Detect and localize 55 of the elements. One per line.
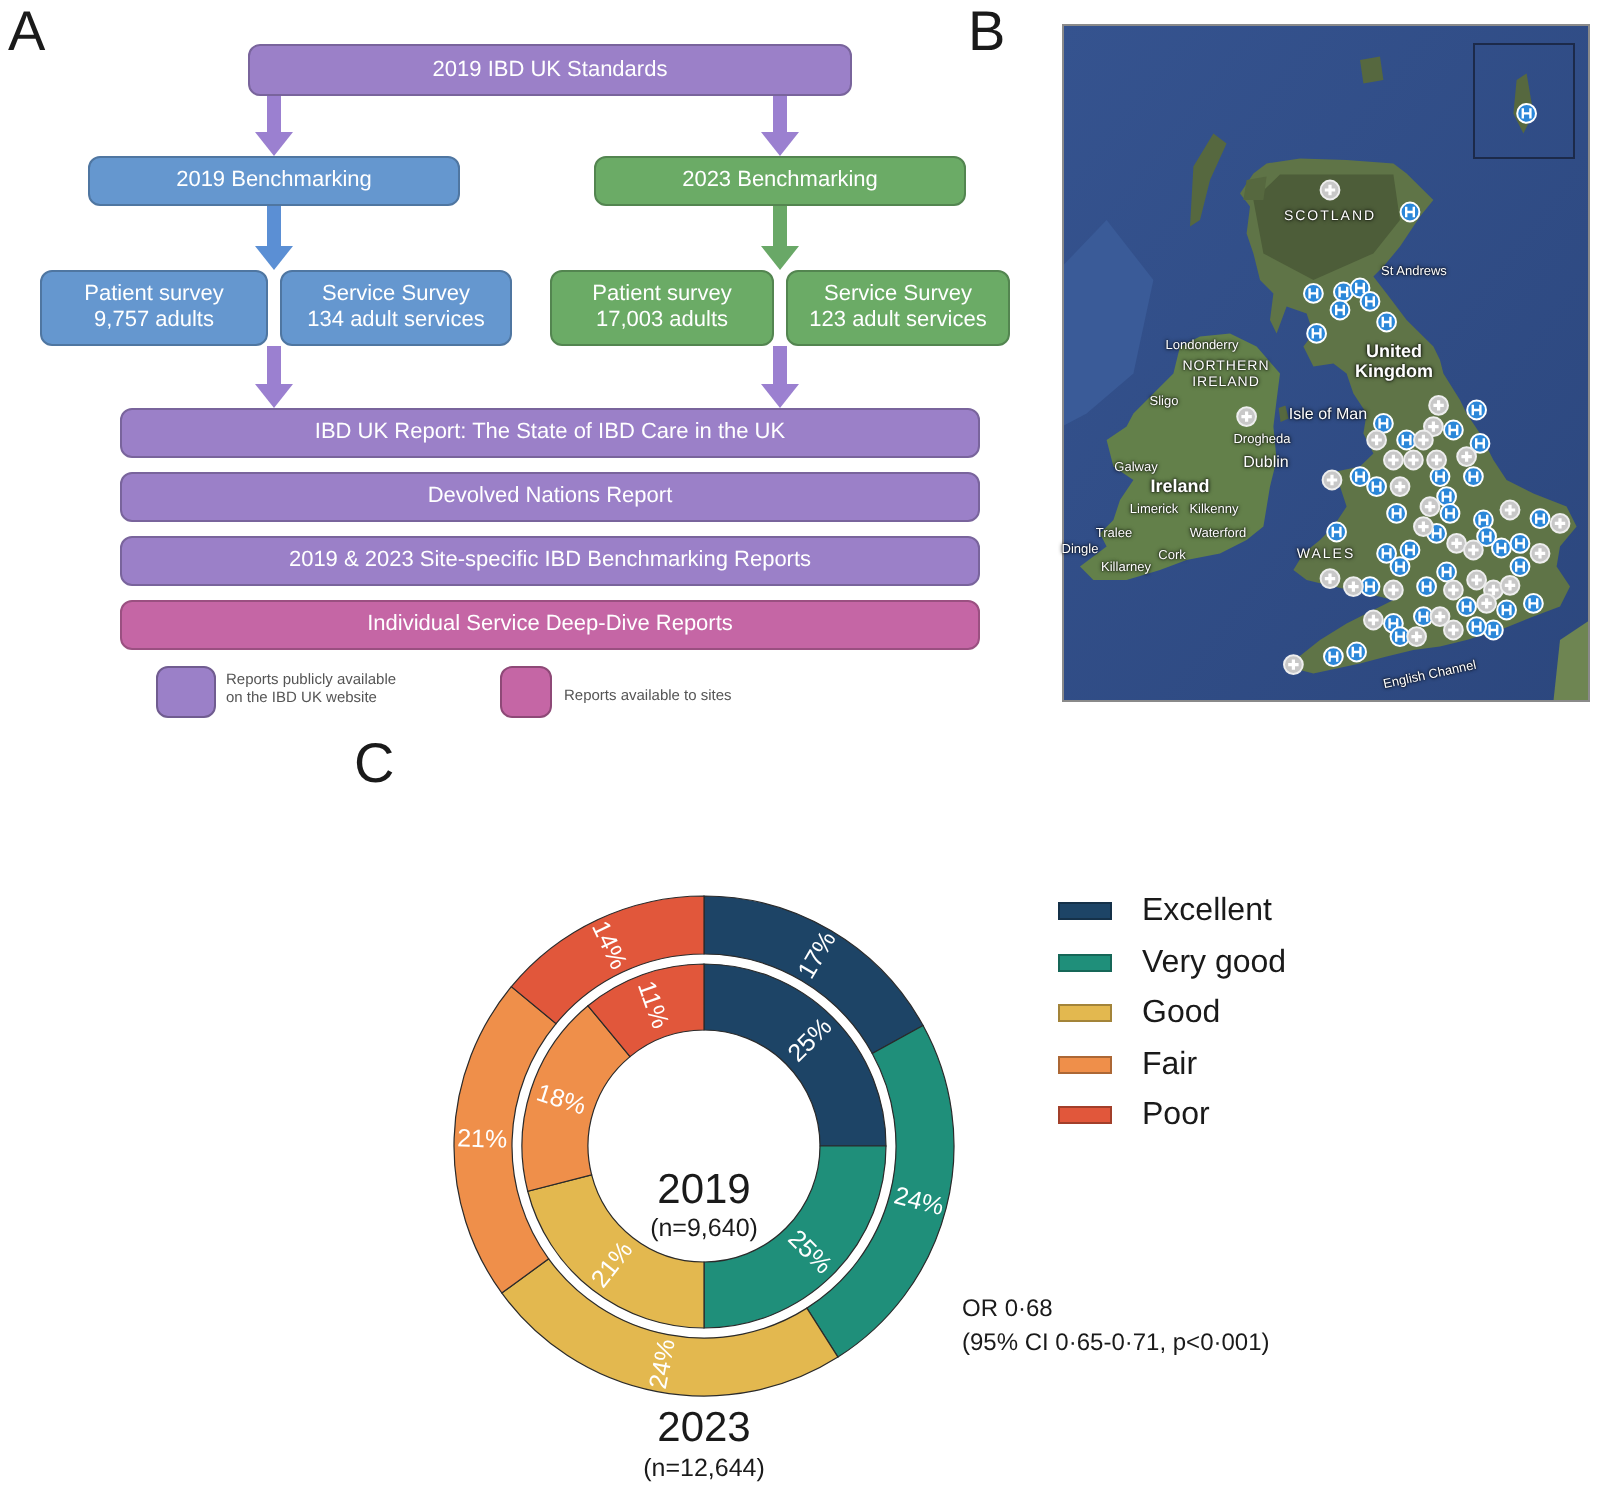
flow-box <box>594 156 966 206</box>
data-label: 21% <box>456 1124 508 1154</box>
data-label: 11% <box>631 977 675 1033</box>
box-title: Devolved Nations Report <box>427 484 673 510</box>
box-detail: 17,003 adults <box>595 308 729 334</box>
arrow <box>255 96 293 156</box>
data-label: 14% <box>586 916 633 974</box>
box-title: IBD UK Report: The State of IBD Care in the UK <box>314 420 786 446</box>
box-title: 2019 Benchmarking <box>176 168 372 194</box>
data-label: 18% <box>533 1078 590 1121</box>
panel-label: A <box>8 0 46 65</box>
flow-box <box>120 472 980 522</box>
data-label: 24% <box>891 1181 947 1221</box>
legend-label: Very good <box>1142 944 1287 983</box>
statistic-label: (95% CI 0·65-0·71, p<0·001) <box>962 1330 1270 1358</box>
flow-box <box>88 156 460 206</box>
legend-label: Poor <box>1142 1096 1210 1135</box>
series-label: 2019 <box>657 1167 751 1213</box>
flow-box <box>786 270 1010 346</box>
data-label: 24% <box>643 1336 681 1392</box>
place-name: Ireland <box>1150 475 1210 497</box>
flow-box <box>40 270 268 346</box>
box-title: 2023 Benchmarking <box>682 168 878 194</box>
box-title: Service Survey <box>824 282 972 308</box>
flow-box <box>120 408 980 458</box>
arrow <box>761 96 799 156</box>
panel-label: C <box>354 732 395 797</box>
box-title: Individual Service Deep-Dive Reports <box>367 612 733 638</box>
box-detail: 123 adult services <box>809 308 987 334</box>
legend-label: Excellent <box>1142 892 1272 931</box>
flow-box <box>280 270 512 346</box>
flow-box <box>120 600 980 650</box>
arrow <box>761 206 799 270</box>
sample-size-label: (n=9,640) <box>650 1213 758 1243</box>
box-title: Patient survey <box>592 282 732 308</box>
box-title: 2019 IBD UK Standards <box>432 57 668 83</box>
box-detail: 9,757 adults <box>94 308 214 334</box>
arrow <box>761 346 799 408</box>
flow-box <box>248 44 852 96</box>
place-name: United Kingdom <box>1355 341 1433 383</box>
legend-label: Fair <box>1142 1046 1198 1085</box>
box-detail: 134 adult services <box>307 308 485 334</box>
statistic-label: OR 0·68 <box>962 1296 1053 1324</box>
panel-label: B <box>968 0 1006 65</box>
flow-box <box>120 536 980 586</box>
legend-label: Good <box>1142 994 1221 1033</box>
box-title: Service Survey <box>322 282 470 308</box>
sample-size-label: (n=12,644) <box>643 1453 765 1483</box>
series-label: 2023 <box>657 1405 751 1451</box>
box-title: 2019 & 2023 Site-specific IBD Benchmarking Reports <box>288 548 812 574</box>
arrow <box>255 206 293 270</box>
box-title: Patient survey <box>84 282 224 308</box>
place-name: Isle of Man <box>1288 404 1368 424</box>
flow-box <box>550 270 774 346</box>
place-name: Dublin <box>1243 452 1289 472</box>
